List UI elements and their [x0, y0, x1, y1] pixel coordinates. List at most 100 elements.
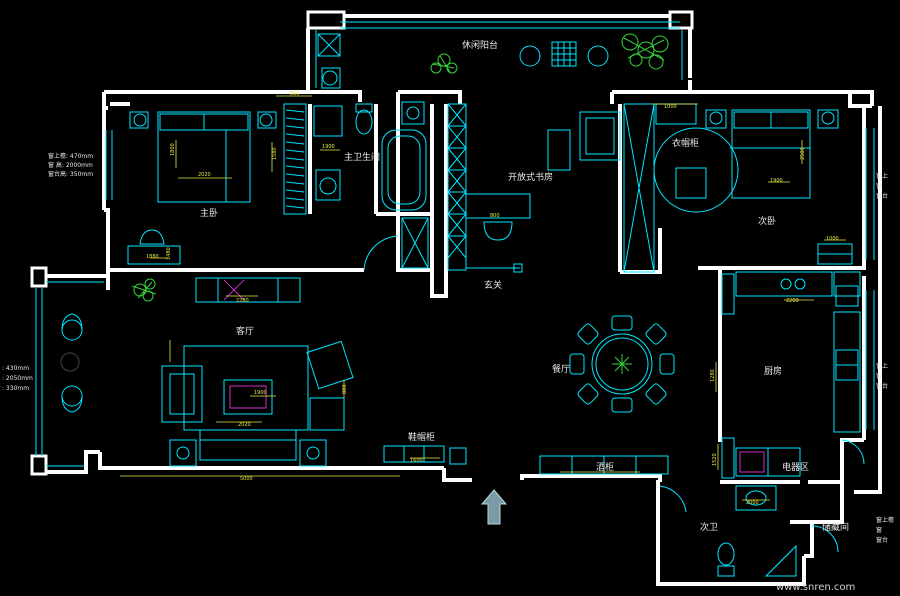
plant-icon	[612, 354, 632, 374]
window-note: : 430mm	[2, 365, 29, 372]
wardrobe-cabinet	[623, 103, 655, 273]
watermark: www.snren.com	[776, 582, 855, 593]
chair-icon	[61, 385, 83, 407]
window-note: : 2050mm	[2, 375, 33, 382]
room-label-master-bedroom: 主卧	[200, 207, 218, 219]
dimension-label: 1900	[322, 144, 335, 150]
plant-icon	[131, 278, 157, 302]
sink	[315, 169, 341, 201]
side-table	[60, 352, 80, 372]
desk	[465, 193, 531, 219]
room-label-kitchen: 厨房	[764, 365, 782, 377]
room-labels: 休闲阳台 主卫生间 主卧 开放式书房 衣帽柜 次卧 玄关 客厅 餐厅 厨房 鞋帽…	[200, 39, 849, 533]
room-label-open-study: 开放式书房	[508, 171, 553, 183]
window-note: 窗	[876, 526, 882, 534]
dimension-label: 880	[342, 384, 348, 394]
room-label-second-bedroom: 次卧	[758, 215, 776, 227]
door-arc	[363, 235, 399, 271]
plant-icon	[430, 53, 458, 74]
coffee-table	[223, 379, 273, 415]
column	[30, 266, 48, 288]
shoe-cabinet	[383, 445, 445, 463]
second-bath-fixtures	[659, 485, 839, 577]
dimension-label: 800	[490, 213, 500, 219]
toilet-icon	[717, 542, 735, 566]
bed	[731, 109, 811, 199]
kitchen-fixtures	[721, 271, 865, 479]
door-arc	[659, 485, 687, 513]
windows	[35, 21, 875, 467]
rug	[183, 345, 309, 431]
window-notes: 窗上檐: 470mm 窗 高: 2000mm 窗台高: 350mm : 430m…	[2, 152, 894, 544]
living-room-furniture	[60, 277, 467, 467]
dimension-label: 1000	[826, 236, 839, 242]
door-arc	[841, 439, 865, 465]
dimension-label: 1480	[166, 247, 172, 260]
armchair	[309, 397, 345, 431]
room-label-master-bath: 主卫生间	[344, 151, 380, 163]
stove-icon	[780, 278, 792, 290]
window-note: 窗台	[876, 192, 888, 200]
window-note: 窗台	[876, 382, 888, 390]
chair-icon	[139, 229, 165, 245]
column	[668, 10, 694, 30]
column	[30, 454, 48, 476]
tv-cabinet	[195, 277, 301, 303]
washbasin	[401, 101, 425, 125]
door-arc	[811, 525, 839, 553]
plant-icon	[621, 33, 669, 70]
dimension-label: 860	[290, 91, 300, 97]
window-note: 窗	[876, 182, 882, 190]
armchair	[306, 340, 354, 390]
dimension-label: 1000	[664, 104, 677, 110]
dimension-label: 2200	[786, 298, 799, 304]
dimension-label: 2280	[236, 298, 249, 304]
side-table	[169, 439, 197, 467]
room-label-dining-room: 餐厅	[552, 363, 570, 375]
chair-icon	[483, 221, 513, 241]
window-note: 窗台	[876, 536, 888, 544]
shower	[764, 544, 797, 577]
lamp-icon	[259, 113, 273, 127]
column	[306, 10, 346, 30]
room-label-shoe-cabinet: 鞋帽柜	[408, 431, 435, 443]
room-label-second-bath: 次卫	[700, 521, 718, 533]
counter	[833, 311, 861, 433]
window-note: 窗上檐: 470mm	[48, 152, 93, 160]
lamp-icon	[133, 113, 147, 127]
dimension-label: 5000	[240, 476, 253, 482]
room-label-storage-room: 储藏间	[822, 521, 849, 533]
dimension-label: 1900	[770, 178, 783, 184]
bed	[157, 111, 251, 203]
room-label-living-room: 客厅	[236, 325, 254, 337]
entrance-arrow-icon	[480, 489, 508, 525]
sink	[735, 485, 777, 511]
sofa	[199, 429, 297, 461]
balcony-furniture	[317, 33, 669, 89]
window-note: 窗上檐	[876, 516, 894, 524]
dimension-label: 2000	[746, 500, 759, 506]
door-swing	[653, 127, 739, 213]
dimension-label: 2500	[800, 147, 806, 160]
dimension-label: 1900	[254, 390, 267, 396]
dimension-lines	[120, 95, 846, 501]
side-table	[299, 439, 327, 467]
dimension-label: 2020	[198, 172, 211, 178]
window-note: 窗上	[876, 172, 888, 180]
dimension-label: 1520	[712, 453, 718, 466]
room-label-appliance-area: 电器区	[782, 461, 809, 473]
dimension-label: 1880	[146, 254, 159, 260]
second-bedroom-furniture	[623, 103, 853, 273]
washing-machine-icon	[322, 70, 338, 86]
walls	[30, 10, 882, 586]
room-label-wine-cabinet: 酒柜	[596, 461, 614, 473]
chair-icon	[61, 319, 83, 341]
dimension-label: 2020	[238, 422, 251, 428]
dimension-label: 1580	[272, 147, 278, 160]
closet	[283, 103, 307, 215]
window-note: 窗台高: 350mm	[48, 170, 93, 178]
dressing-table	[127, 245, 181, 265]
dining-table	[591, 333, 653, 395]
window-note: : 330mm	[2, 385, 29, 392]
